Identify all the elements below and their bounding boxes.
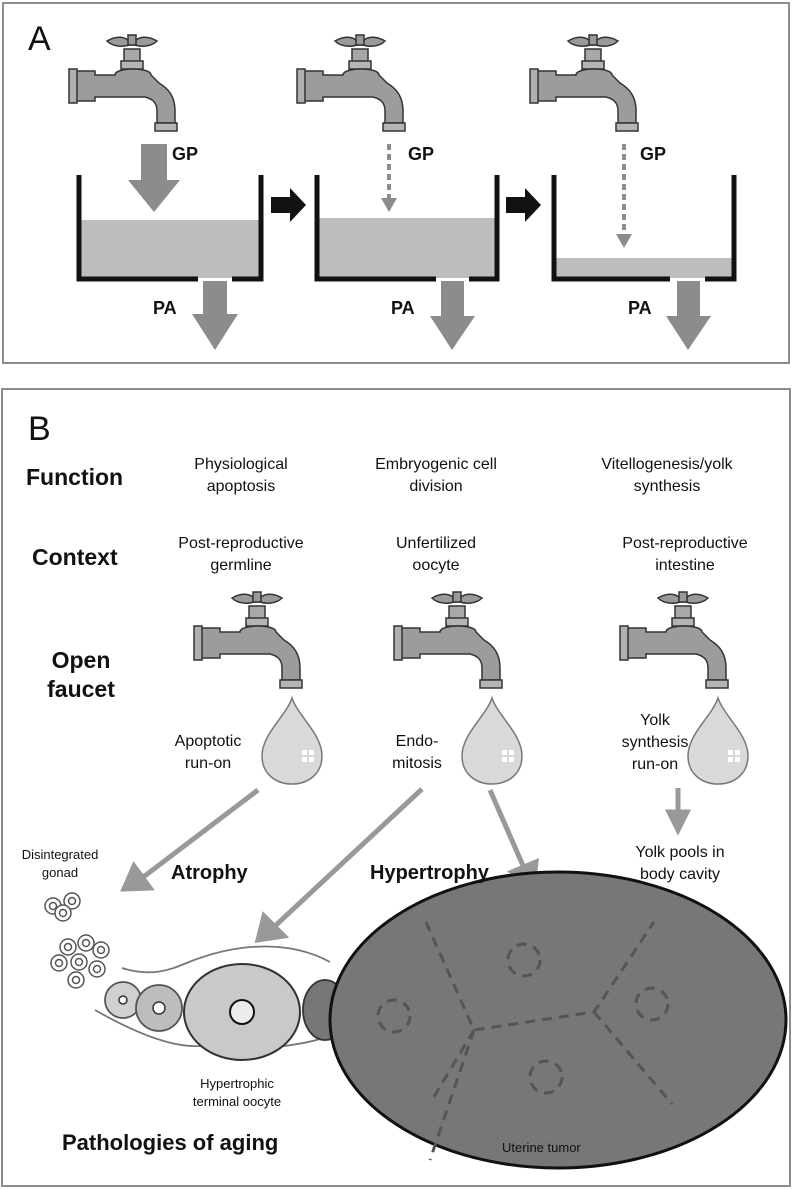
pa-arrow (192, 281, 238, 350)
pathway-arrows (120, 787, 692, 944)
water-level (80, 220, 260, 278)
hypertrophy-label: Hypertrophy (370, 862, 489, 884)
pa-arrow (430, 281, 475, 350)
stage-3 (551, 144, 737, 350)
faucet-icon (619, 591, 729, 689)
pathologies-title: Pathologies of aging (62, 1130, 279, 1155)
panel-b-label: B (28, 410, 51, 448)
row-label-open: Open (51, 647, 111, 673)
uterine-tumor (328, 870, 788, 1170)
faucet-icon (529, 34, 639, 132)
faucet-icon (68, 34, 178, 132)
drop-icon (461, 697, 523, 785)
disintegrated-gonad (44, 892, 110, 989)
gp-label: GP (640, 144, 667, 164)
gp-label: GP (408, 144, 435, 164)
drop-icon (261, 697, 323, 785)
water-level (556, 258, 732, 278)
row-label-context: Context (32, 544, 118, 570)
pa-label: PA (153, 298, 177, 318)
row-label-faucet: faucet (47, 676, 115, 702)
pa-label: PA (628, 298, 652, 318)
uterine-tumor-label: Uterine tumor (502, 1140, 581, 1155)
panel-a-label: A (28, 20, 51, 58)
panel-b-frame (1, 388, 791, 1187)
faucet-icon (193, 591, 303, 689)
atrophy-label: Atrophy (171, 862, 248, 884)
faucet-icon (393, 591, 503, 689)
next-arrow (506, 188, 541, 222)
water-level (319, 218, 495, 278)
pa-arrow (666, 281, 711, 350)
gonad-tube (94, 945, 348, 1061)
next-arrow (271, 188, 306, 222)
gp-label: GP (172, 144, 199, 164)
pa-label: PA (391, 298, 415, 318)
stage-2 (314, 144, 500, 350)
faucet-icon (296, 34, 406, 132)
row-label-function: Function (26, 464, 124, 490)
stage-1 (76, 144, 264, 350)
drop-icon (687, 697, 749, 785)
drop-label: Endo-mitosis (392, 733, 442, 772)
gp-arrow (128, 144, 180, 212)
